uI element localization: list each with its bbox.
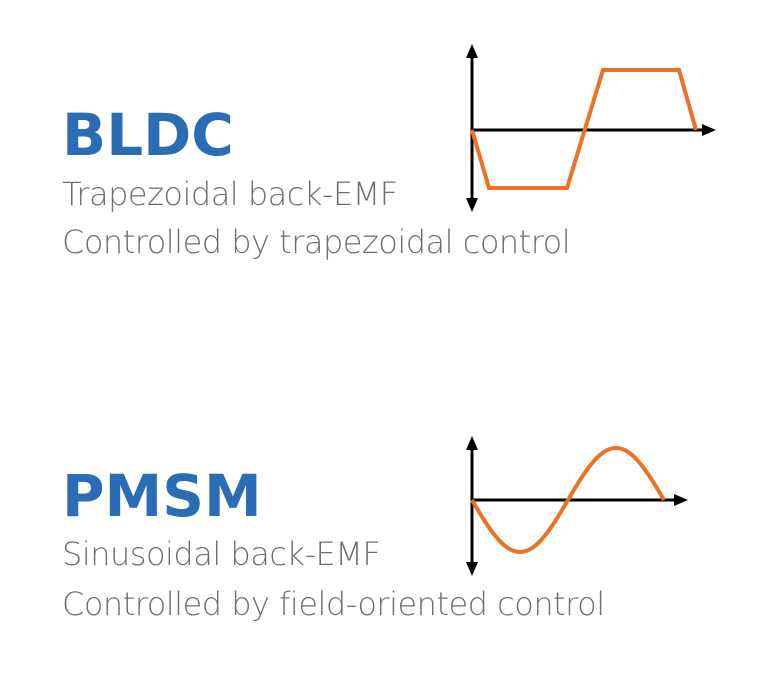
pmsm-line-2: Controlled by field-oriented control: [62, 585, 605, 623]
right-arrow-icon: [472, 124, 716, 136]
bldc-line-2: Controlled by trapezoidal control: [62, 223, 571, 261]
bldc-trapezoidal-waveform: [466, 44, 716, 212]
pmsm-wave-line: [470, 445, 666, 555]
bldc-line-1: Trapezoidal back-EMF: [62, 175, 398, 213]
right-arrow-icon: [472, 494, 688, 506]
up-down-arrow-icon: [466, 436, 478, 576]
pmsm-line-1: Sinusoidal back-EMF: [62, 535, 381, 573]
pmsm-title: PMSM: [62, 462, 262, 530]
bldc-wave-line: [470, 68, 698, 190]
up-down-arrow-icon: [466, 44, 478, 212]
bldc-title: BLDC: [62, 101, 234, 169]
